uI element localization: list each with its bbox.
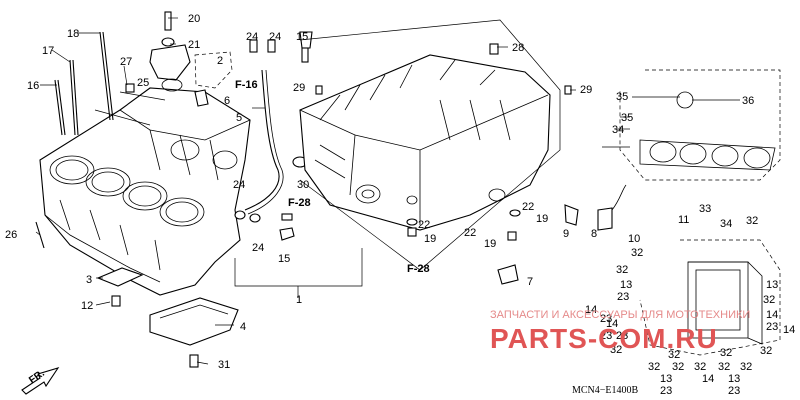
- lower-crankcase: [299, 54, 551, 231]
- callout-20: 20: [188, 13, 200, 25]
- callout-23: 23: [600, 330, 612, 342]
- front-arrow: [21, 367, 60, 395]
- callout-3: 3: [86, 274, 92, 286]
- callout-16: 16: [27, 80, 39, 92]
- watermark-logo: PARTS-COM.RU: [490, 323, 718, 354]
- callout-4: 4: [240, 321, 246, 333]
- callout-14: 14: [702, 373, 714, 385]
- callout-14: 14: [585, 304, 597, 316]
- callout-9: 9: [563, 228, 569, 240]
- small-fittings: [281, 43, 627, 285]
- callout-29: 29: [293, 82, 305, 94]
- callout-18: 18: [67, 28, 79, 40]
- callout-22: 22: [418, 219, 430, 231]
- callout-32: 32: [763, 294, 775, 306]
- gasket-2: [194, 51, 233, 89]
- diagram-code: MCN4−E1400B: [572, 385, 639, 396]
- callout-19: 19: [484, 238, 496, 250]
- callout-32: 32: [648, 361, 660, 373]
- callout-32: 32: [610, 344, 622, 356]
- callout-13: 13: [728, 373, 740, 385]
- callout-32: 32: [746, 215, 758, 227]
- callout-31: 31: [218, 359, 230, 371]
- ref-f16: F-16: [235, 79, 258, 91]
- callout-32: 32: [760, 345, 772, 357]
- callout-13: 13: [660, 373, 672, 385]
- callout-14: 14: [766, 309, 778, 321]
- oil-pan-cover-4: [149, 297, 239, 346]
- callout-13: 13: [766, 279, 778, 291]
- callout-2: 2: [217, 55, 223, 67]
- callout-1: 1: [296, 294, 302, 306]
- bolts-bottom: [111, 295, 199, 368]
- callout-34: 34: [612, 124, 624, 136]
- callout-23: 23: [766, 321, 778, 333]
- callout-36: 36: [742, 95, 754, 107]
- callout-32: 32: [740, 361, 752, 373]
- callout-24: 24: [252, 242, 264, 254]
- callout-22: 22: [522, 201, 534, 213]
- oil-hose: [234, 31, 313, 241]
- head-gasket-box: [619, 69, 781, 181]
- callout-23: 23: [617, 291, 629, 303]
- callout-33: 33: [699, 203, 711, 215]
- callout-14: 14: [783, 324, 795, 336]
- callout-32: 32: [668, 349, 680, 361]
- callout-10: 10: [628, 233, 640, 245]
- callout-35: 35: [616, 91, 628, 103]
- gasket-3: [96, 267, 144, 287]
- callout-13: 13: [620, 279, 632, 291]
- callout-12: 12: [81, 300, 93, 312]
- callout-22: 22: [464, 227, 476, 239]
- callout-15: 15: [278, 253, 290, 265]
- callout-35: 35: [621, 112, 633, 124]
- callout-23: 23: [600, 313, 612, 325]
- upper-crankcase: [39, 87, 251, 296]
- callout-26: 26: [5, 229, 17, 241]
- callout-6: 6: [224, 95, 230, 107]
- callout-19: 19: [536, 213, 548, 225]
- callout-32: 32: [720, 347, 732, 359]
- front-label: FR.: [27, 368, 47, 386]
- breather-cover: [125, 11, 209, 107]
- callout-32: 32: [718, 361, 730, 373]
- callout-32: 32: [616, 264, 628, 276]
- callout-30: 30: [297, 179, 309, 191]
- callout-32: 32: [631, 247, 643, 259]
- callout-34: 34: [720, 218, 732, 230]
- callout-32: 32: [672, 361, 684, 373]
- callout-28: 28: [512, 42, 524, 54]
- callout-14: 14: [606, 318, 618, 330]
- callout-23: 23: [660, 385, 672, 397]
- lead-lines: [35, 17, 740, 365]
- callout-23: 23: [728, 385, 740, 397]
- callout-11: 11: [678, 214, 689, 226]
- callout-24: 24: [269, 31, 281, 43]
- callout-19: 19: [424, 233, 436, 245]
- oil-pan-gasket-box: [639, 239, 781, 356]
- ref-f28-center: F-28: [407, 263, 430, 275]
- ref-f28-left: F-28: [288, 197, 311, 209]
- callout-23: 23: [616, 330, 628, 342]
- watermark-tagline: ЗАПЧАСТИ И АКСЕССУАРЫ ДЛЯ МОТОТЕХНИКИ: [490, 309, 750, 321]
- callout-32: 32: [694, 361, 706, 373]
- callout-8: 8: [591, 228, 597, 240]
- callout-21: 21: [188, 39, 200, 51]
- callout-17: 17: [42, 45, 54, 57]
- callout-15: 15: [296, 31, 308, 43]
- callout-27: 27: [120, 56, 132, 68]
- cylinder-studs: [35, 31, 114, 249]
- callout-29: 29: [580, 84, 592, 96]
- callout-25: 25: [137, 77, 149, 89]
- callout-7: 7: [527, 276, 533, 288]
- callout-5: 5: [236, 112, 242, 124]
- callout-24: 24: [233, 179, 245, 191]
- callout-24: 24: [246, 31, 258, 43]
